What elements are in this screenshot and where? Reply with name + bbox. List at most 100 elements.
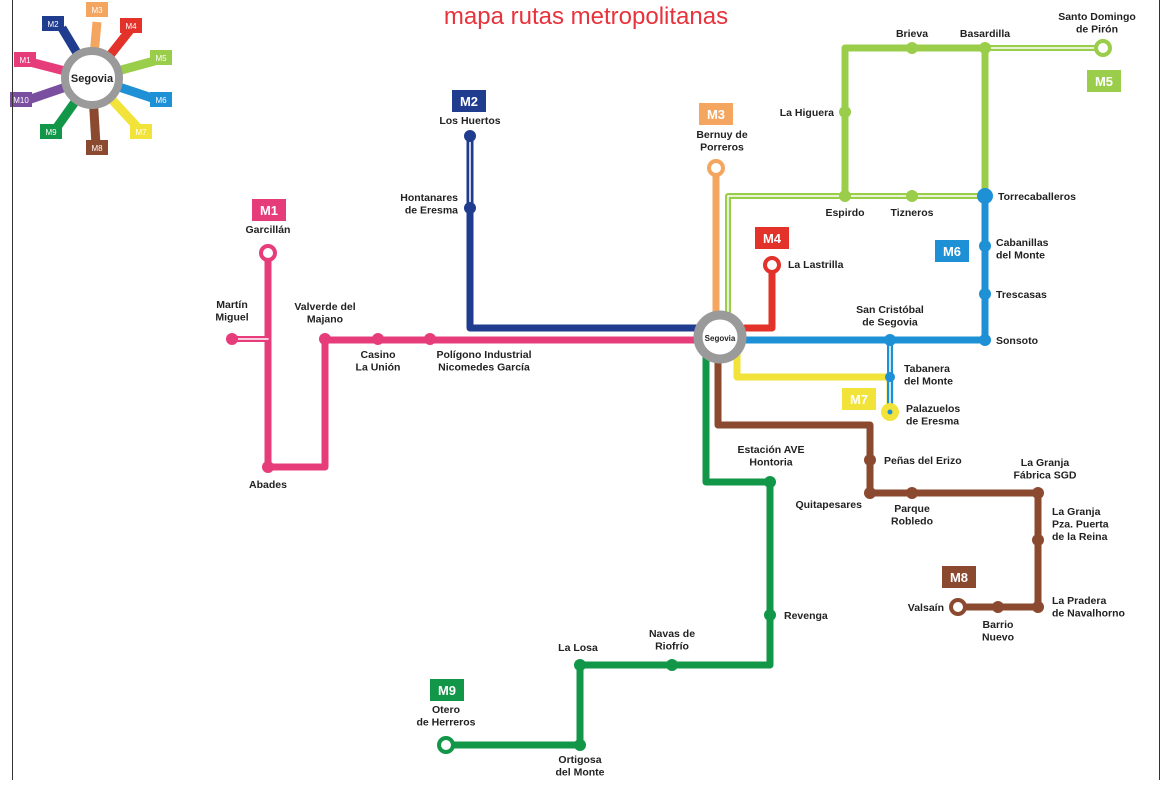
stop-abades[interactable]	[262, 461, 274, 473]
hub-segovia[interactable]	[693, 310, 747, 364]
stop-tabanera[interactable]	[885, 372, 895, 382]
terminal-valsain[interactable]	[949, 598, 967, 616]
stop-revenga[interactable]	[764, 609, 776, 621]
route-badge-label: M2	[460, 94, 478, 109]
legend-badge-bg	[150, 92, 172, 107]
route-badge-m9[interactable]: M9	[430, 679, 464, 701]
stop-label-line: Valverde del	[294, 301, 355, 313]
legend-badge-m6[interactable]: M6	[150, 92, 172, 107]
stop-label-line: Los Huertos	[439, 115, 500, 127]
stop-label-line: Barrio	[983, 619, 1014, 631]
stop-la-granja-fabrica[interactable]	[1032, 487, 1044, 499]
stop-label-line: Brieva	[896, 28, 928, 40]
route-badge-bg	[942, 566, 976, 588]
route-badge-m5[interactable]: M5	[1087, 70, 1121, 92]
legend-badge-m1[interactable]: M1	[14, 52, 36, 67]
legend-badge-label: M9	[45, 128, 57, 137]
legend-badge-label: M8	[91, 144, 103, 153]
route-badge-label: M3	[707, 107, 725, 122]
stop-navas-riofrio[interactable]	[666, 659, 678, 671]
legend-badge-bg	[10, 92, 32, 107]
route-badge-label: M8	[950, 570, 968, 585]
route-badge-m8[interactable]: M8	[942, 566, 976, 588]
legend-badge-m8[interactable]: M8	[86, 140, 108, 155]
stop-label-trescasas: Trescasas	[996, 289, 1047, 301]
stop-markers	[226, 39, 1112, 754]
terminal-bernuy[interactable]	[707, 159, 725, 177]
stop-label-basardilla: Basardilla	[960, 28, 1010, 40]
legend-badge-label: M5	[155, 54, 167, 63]
stop-cabanillas[interactable]	[979, 240, 991, 252]
stop-casino[interactable]	[372, 333, 384, 345]
terminal-la-lastrilla[interactable]	[763, 256, 781, 274]
legend-badge-m3[interactable]: M3	[86, 2, 108, 17]
legend-badge-m9[interactable]: M9	[40, 124, 62, 139]
stop-san-cristobal[interactable]	[884, 334, 896, 346]
stop-brieva[interactable]	[906, 42, 918, 54]
stop-label-line: Polígono Industrial	[436, 349, 531, 361]
route-badge-bg	[252, 199, 286, 221]
legend-badge-label: M1	[19, 56, 31, 65]
stop-label-line: Miguel	[215, 312, 248, 324]
stop-la-higuera[interactable]	[839, 106, 851, 118]
route-badge-m4[interactable]: M4	[755, 227, 789, 249]
stop-sonsoto[interactable]	[979, 334, 991, 346]
legend-badge-m5[interactable]: M5	[150, 50, 172, 65]
legend-badge-bg	[40, 124, 62, 139]
stop-label-line: Nuevo	[982, 632, 1014, 644]
route-badge-bg	[430, 679, 464, 701]
stop-label-line: de Herreros	[417, 717, 476, 729]
stop-trescasas[interactable]	[979, 288, 991, 300]
hub-label: Segovia	[705, 334, 736, 343]
route-badge-m6[interactable]: M6	[935, 240, 969, 262]
legend-badge-m4[interactable]: M4	[120, 18, 142, 33]
map-title: mapa rutas metropolitanas	[444, 3, 728, 30]
route-badge-m2[interactable]: M2	[452, 90, 486, 112]
stop-penas-erizo[interactable]	[864, 454, 876, 466]
stop-basardilla[interactable]	[979, 42, 991, 54]
route-badge-bg	[755, 227, 789, 249]
stop-estacion-ave[interactable]	[764, 476, 776, 488]
legend-badge-m2[interactable]: M2	[42, 16, 64, 31]
stop-label-line: de Eresma	[405, 205, 458, 217]
stop-hontanares[interactable]	[464, 202, 476, 214]
legend-badge-m10[interactable]: M10	[10, 92, 32, 107]
stop-espirdo[interactable]	[839, 190, 851, 202]
route-badge-m3[interactable]: M3	[699, 103, 733, 125]
stop-label-line: Basardilla	[960, 28, 1010, 40]
route-m5-loop	[841, 44, 989, 200]
route-badge-m1[interactable]: M1	[252, 199, 286, 221]
stop-la-losa[interactable]	[574, 659, 586, 671]
stop-quitapesares[interactable]	[864, 487, 876, 499]
stop-label-los-huertos: Los Huertos	[439, 115, 500, 127]
stop-label-line: Abades	[249, 479, 287, 491]
stop-label-line: Revenga	[784, 610, 828, 622]
terminal-otero[interactable]	[437, 736, 455, 754]
legend-badge-bg	[86, 140, 108, 155]
stop-martin-miguel[interactable]	[226, 333, 238, 345]
stop-torrecaballeros[interactable]	[977, 188, 993, 204]
stop-los-huertos[interactable]	[464, 130, 476, 142]
stop-valverde[interactable]	[319, 333, 331, 345]
route-badge-bg	[935, 240, 969, 262]
stop-ortigosa[interactable]	[574, 739, 586, 751]
stop-tizneros[interactable]	[906, 190, 918, 202]
stop-parque-robledo[interactable]	[906, 487, 918, 499]
stop-label-line: de Pirón	[1076, 24, 1118, 36]
terminal-santo-domingo[interactable]	[1094, 39, 1112, 57]
stop-barrio-nuevo[interactable]	[992, 601, 1004, 613]
route-badge-m7[interactable]: M7	[842, 388, 876, 410]
stop-poligono[interactable]	[424, 333, 436, 345]
legend-badge-m7[interactable]: M7	[130, 124, 152, 139]
stop-label-line: La Granja	[1052, 506, 1101, 518]
stop-la-pradera[interactable]	[1032, 601, 1044, 613]
stop-label-penas-erizo: Peñas del Erizo	[884, 455, 962, 467]
terminal-garcillan[interactable]	[259, 244, 277, 262]
stop-la-granja-pza[interactable]	[1032, 534, 1044, 546]
stop-label-line: Garcillán	[246, 224, 291, 236]
